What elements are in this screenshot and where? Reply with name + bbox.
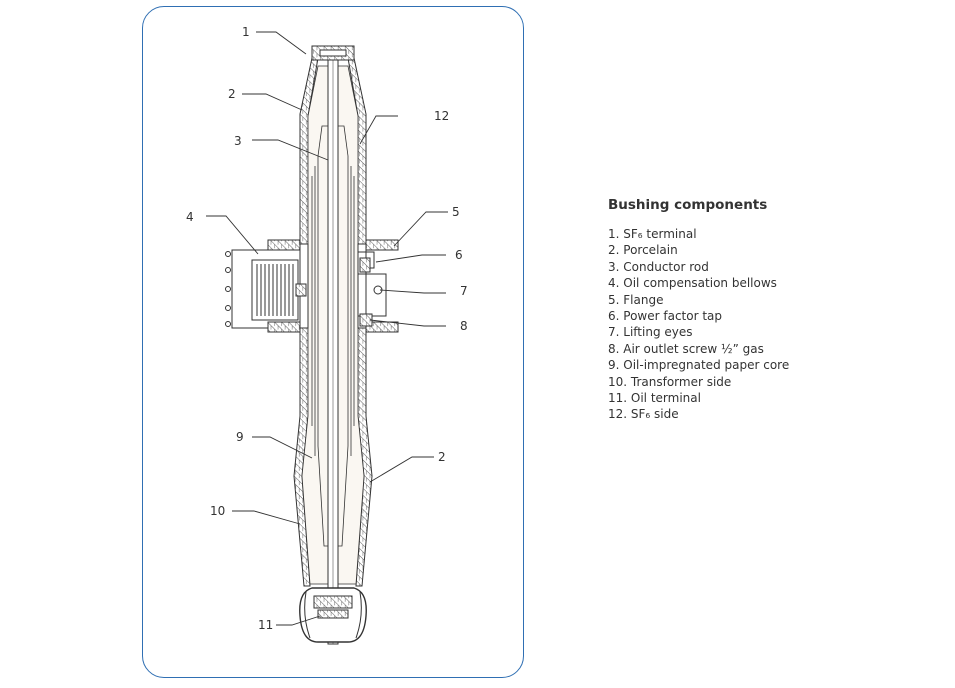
- callout-5: 5: [452, 205, 460, 219]
- legend-title: Bushing components: [608, 197, 768, 213]
- callout-2-lower: 2: [438, 450, 446, 464]
- conductor-rod: [327, 49, 339, 645]
- callout-8: 8: [460, 319, 468, 333]
- callout-6: 6: [455, 248, 463, 262]
- callout-4: 4: [186, 210, 194, 224]
- right-fittings: [358, 251, 387, 327]
- callout-2-upper: 2: [228, 87, 236, 101]
- oil-terminal: [299, 587, 367, 643]
- leader-lines: [206, 31, 448, 626]
- legend-item: 8. Air outlet screw ½” gas: [608, 341, 764, 356]
- legend-item: 5. Flange: [608, 292, 664, 307]
- legend-item: 2. Porcelain: [608, 243, 678, 258]
- oil-compensation-bellows: [225, 249, 307, 329]
- legend-item: 11. Oil terminal: [608, 391, 701, 406]
- callout-numbers: 1 2 12 3 4 5 6 7 8 9 2 10 11: [186, 25, 468, 632]
- sf6-terminal: [311, 45, 355, 61]
- legend-item: 10. Transformer side: [608, 374, 732, 389]
- legend-item: 9. Oil-impregnated paper core: [608, 358, 790, 373]
- callout-9: 9: [236, 430, 244, 444]
- callout-7: 7: [460, 284, 468, 298]
- legend-item: 12. SF₆ side: [608, 407, 679, 422]
- legend-item: 6. Power factor tap: [608, 309, 723, 324]
- legend-item: 3. Conductor rod: [608, 259, 709, 274]
- bushing-cross-section-diagram: 1 2 12 3 4 5 6 7 8 9 2 10 11: [186, 25, 468, 645]
- callout-10: 10: [210, 504, 225, 518]
- callout-12: 12: [434, 109, 449, 123]
- legend-item: 4. Oil compensation bellows: [608, 276, 777, 291]
- diagram-panel: [142, 6, 524, 678]
- legend: Bushing components 1. SF₆ terminal 2. Po…: [608, 197, 908, 423]
- callout-3: 3: [234, 134, 242, 148]
- callout-1: 1: [242, 25, 250, 39]
- legend-item: 1. SF₆ terminal: [608, 227, 697, 241]
- legend-list: 1. SF₆ terminal 2. Porcelain 3. Conducto…: [608, 226, 908, 423]
- legend-item: 7. Lifting eyes: [608, 325, 693, 340]
- callout-11: 11: [258, 618, 273, 632]
